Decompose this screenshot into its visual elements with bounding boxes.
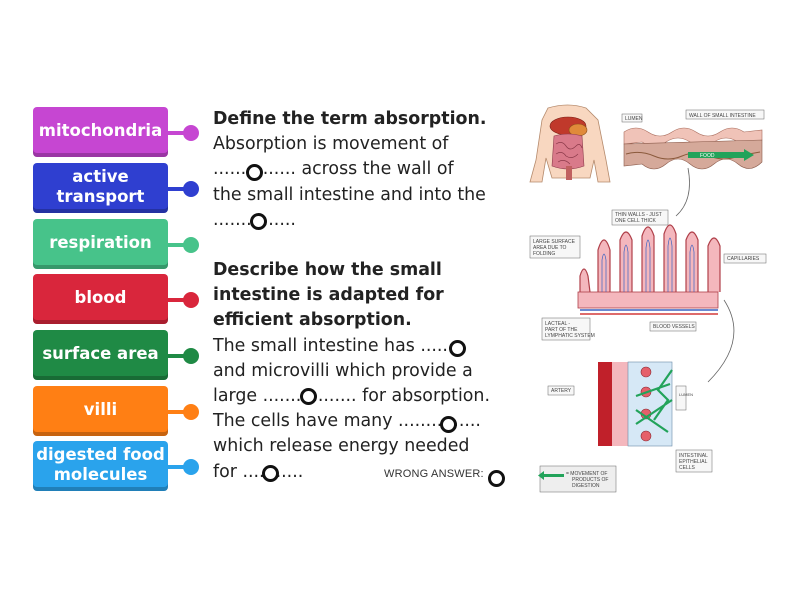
label-epithelial-cells: CELLS	[679, 465, 696, 471]
question-2-title: Describe how the small	[213, 260, 442, 281]
spacer	[213, 233, 513, 258]
epithelium-illustration	[598, 361, 687, 447]
drag-handle[interactable]	[183, 181, 199, 197]
tile-label: digested food molecules	[36, 444, 165, 484]
tile-label: mitochondria	[38, 120, 163, 140]
label-large-surface-area: FOLDING	[533, 251, 555, 257]
label-thin-walls: ONE CELL THICK	[615, 218, 657, 224]
tile-villi[interactable]: villi	[33, 386, 199, 436]
question-2-line: large ................. for absorption.	[213, 386, 490, 407]
connector	[168, 298, 188, 302]
question-text: Define the term absorption. Absorption i…	[213, 107, 513, 485]
connector	[168, 410, 188, 414]
tile-label: active transport	[56, 166, 145, 206]
question-2-line: The cells have many ...............	[213, 411, 481, 432]
drag-handle[interactable]	[183, 459, 199, 475]
connector	[168, 465, 188, 469]
label-large-surface-area: LARGE SURFACE	[533, 239, 576, 245]
villi-illustration	[577, 224, 721, 315]
tile-label: respiration	[49, 232, 152, 252]
torso-illustration	[529, 104, 611, 183]
tile-respiration[interactable]: respiration	[33, 219, 199, 269]
drag-handle[interactable]	[183, 237, 199, 253]
label-wall: WALL OF SMALL INTESTINE	[689, 113, 756, 119]
intestine-wall-strip	[623, 127, 763, 170]
label-thin-walls: THIN WALLS - JUST	[615, 212, 662, 218]
label-lumen-2: LUMEN	[679, 392, 693, 397]
key-movement: DIGESTION	[572, 483, 600, 489]
blank-target-5[interactable]	[440, 416, 457, 433]
wrong-answer-label: WRONG ANSWER:	[384, 468, 484, 480]
question-1-title: Define the term absorption.	[213, 109, 487, 129]
label-large-surface-area: AREA DUE TO	[533, 245, 567, 251]
key-movement: PRODUCTS OF	[572, 477, 608, 483]
label-artery: ARTERY	[551, 388, 572, 394]
question-2-line: for ...........	[213, 461, 304, 482]
label-epithelial-cells: INTESTINAL	[679, 453, 708, 459]
connector	[168, 131, 188, 135]
question-2-title: efficient absorption.	[213, 310, 412, 331]
blank-target-4[interactable]	[300, 388, 317, 405]
question-1-line: Absorption is movement of	[213, 134, 449, 155]
question-1-line: ............... across the wall of	[213, 159, 454, 180]
question-2-line: which release energy needed	[213, 436, 470, 457]
connector	[168, 354, 188, 358]
drag-handle[interactable]	[183, 348, 199, 364]
blank-target-1[interactable]	[246, 164, 263, 181]
tile-label: blood	[74, 287, 127, 307]
label-blood-vessels: BLOOD VESSELS	[653, 324, 695, 330]
label-lacteal: LACTEAL -	[545, 321, 570, 327]
tile-mitochondria[interactable]: mitochondria	[33, 107, 199, 157]
label-lacteal: LYMPHATIC SYSTEM	[545, 333, 595, 339]
tile-blood[interactable]: blood	[33, 274, 199, 324]
label-lumen: LUMEN	[625, 116, 643, 122]
answer-tiles: mitochondria active transport respiratio…	[0, 0, 210, 600]
tile-digested-food-molecules[interactable]: digested food molecules	[33, 441, 199, 491]
connector	[168, 187, 188, 191]
tile-label: villi	[83, 399, 118, 419]
label-lacteal: PART OF THE	[545, 327, 578, 333]
connector	[168, 243, 188, 247]
question-2-title: intestine is adapted for	[213, 285, 444, 306]
tile-surface-area[interactable]: surface area	[33, 330, 199, 380]
small-intestine-diagram: LUMEN WALL OF SMALL INTESTINE FOOD THIN …	[529, 104, 767, 493]
drag-handle[interactable]	[183, 292, 199, 308]
label-epithelial-cells: EPITHELIAL	[679, 459, 708, 465]
key-movement: = MOVEMENT OF	[566, 471, 607, 477]
question-2-line: and microvilli which provide a	[213, 360, 473, 381]
label-capillaries: CAPILLARIES	[727, 256, 760, 262]
tile-active-transport[interactable]: active transport	[33, 163, 199, 213]
blank-target-2[interactable]	[250, 213, 267, 230]
blank-target-3[interactable]	[449, 340, 466, 357]
question-1-line: the small intestine and into the	[213, 184, 486, 205]
question-2-line: The small intestine has ........	[213, 335, 465, 356]
blank-target-6[interactable]	[262, 465, 279, 482]
drag-handle[interactable]	[183, 404, 199, 420]
wrong-answer-target[interactable]	[488, 470, 505, 487]
drag-handle[interactable]	[183, 125, 199, 141]
tile-label: surface area	[42, 343, 159, 363]
label-food: FOOD	[700, 153, 715, 159]
